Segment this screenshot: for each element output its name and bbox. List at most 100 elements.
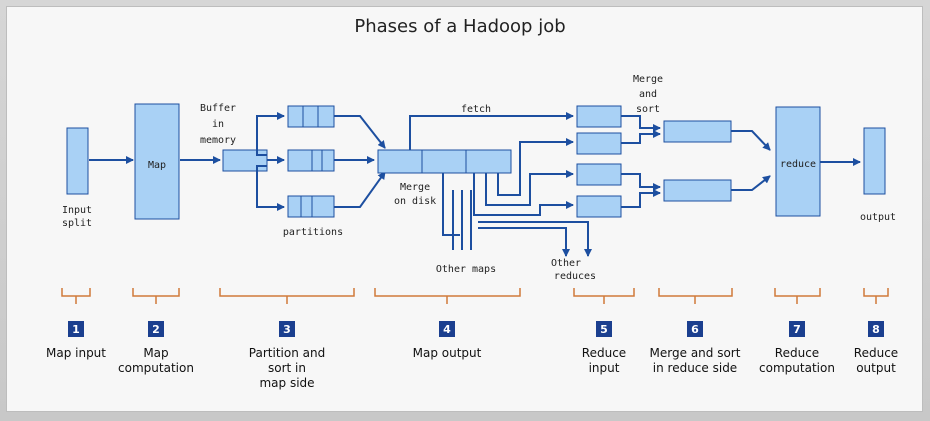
arrow-fetch	[409, 112, 574, 150]
phase-1-caption-1: Map input	[46, 346, 106, 360]
phase-3-number: 3	[283, 323, 291, 336]
phase-6-number: 6	[691, 323, 699, 336]
diagram-title: Phases of a Hadoop job	[354, 16, 565, 37]
buffer-label-1: Buffer	[200, 103, 236, 114]
phase-6-bracket	[658, 288, 733, 304]
arrow-reduce-input-1-to-merge	[621, 115, 661, 132]
phase-4-number: 4	[443, 323, 451, 336]
arrow-other-reduces-1	[478, 227, 570, 257]
merge-box-1	[663, 120, 732, 143]
merge-disk-label-2: on disk	[394, 196, 436, 207]
phase-6-caption-2: in reduce side	[653, 361, 737, 375]
arrow-partition-1-to-output	[334, 115, 386, 149]
phase-2-bracket	[132, 288, 180, 304]
phase-4-bracket	[374, 288, 521, 304]
arrow-reduce-input-2-to-merge	[621, 130, 661, 144]
arrow-output-to-reduce-input-3	[485, 170, 574, 206]
reduce-box	[775, 106, 821, 217]
arrow-output-to-reduce-input-4	[473, 173, 574, 216]
phase-5-caption-1: Reduce	[582, 346, 626, 360]
arrow-output-to-reduce-input-2	[497, 138, 574, 196]
phase-8-bracket	[863, 288, 889, 304]
input-split-label-1: Input	[62, 205, 92, 216]
map-box	[134, 103, 180, 220]
merge-sort-label-1: Merge	[633, 74, 663, 85]
fetch-label: fetch	[461, 104, 491, 115]
phase-8-badge	[868, 321, 884, 337]
buffer-box	[222, 149, 268, 172]
merge-box-2	[663, 179, 732, 202]
map-output-box	[377, 149, 512, 174]
merge-sort-label-3: sort	[636, 104, 660, 115]
phase-2-badge	[148, 321, 164, 337]
partitions-label: partitions	[283, 227, 343, 238]
phase-8-caption-1: Reduce	[854, 346, 898, 360]
output-box	[863, 127, 886, 195]
arrow-merge-2-to-reduce	[731, 175, 771, 191]
phase-7-bracket	[774, 288, 821, 304]
reduce-input-box-3	[576, 163, 622, 186]
phase-2-caption-2: computation	[118, 361, 194, 375]
phase-3-badge	[279, 321, 295, 337]
phase-1-bracket	[61, 288, 91, 304]
other-reduces-label-1: Other	[551, 258, 581, 269]
arrow-other-reduces-2	[478, 221, 592, 257]
merge-sort-label-2: and	[639, 89, 657, 100]
reduce-input-box-4	[576, 195, 622, 218]
phase-3-caption-3: map side	[259, 376, 314, 390]
arrow-buffer-to-partition-1	[256, 112, 285, 156]
phase-2-number: 2	[152, 323, 160, 336]
input-split-box	[66, 127, 89, 195]
arrow-buffer-to-partition-3	[256, 165, 285, 211]
other-reduces-label-2: reduces	[554, 271, 596, 282]
phase-3-caption-2: sort in	[268, 361, 306, 375]
phase-4-badge	[439, 321, 455, 337]
phase-2-caption-1: Map	[143, 346, 168, 360]
phase-8-number: 8	[872, 323, 880, 336]
phase-4-caption-1: Map output	[413, 346, 482, 360]
other-maps-label: Other maps	[436, 264, 496, 275]
phase-5-badge	[596, 321, 612, 337]
arrow-reduce-input-3-to-merge	[621, 173, 661, 191]
buffer-label-3: memory	[200, 135, 236, 146]
phase-6-caption-1: Merge and sort	[650, 346, 741, 360]
phase-8-caption-2: output	[856, 361, 896, 375]
arrow-partition-3-to-output	[334, 171, 386, 208]
phase-7-caption-2: computation	[759, 361, 835, 375]
reduce-input-box-1	[576, 105, 622, 128]
phase-7-number: 7	[793, 323, 801, 336]
partition-2	[287, 149, 335, 172]
map-label: Map	[148, 160, 166, 171]
other-maps-line-1	[442, 173, 460, 236]
phase-7-badge	[789, 321, 805, 337]
phase-6-badge	[687, 321, 703, 337]
merge-disk-label-1: Merge	[400, 182, 430, 193]
buffer-label-2: in	[212, 119, 224, 130]
partition-1	[287, 105, 335, 128]
phase-5-caption-2: input	[589, 361, 620, 375]
phase-3-caption-1: Partition and	[249, 346, 325, 360]
arrow-merge-1-to-reduce	[731, 130, 771, 151]
output-label: output	[860, 212, 896, 223]
input-split-label-2: split	[62, 218, 92, 229]
phase-3-bracket	[219, 288, 355, 304]
phase-1-badge	[68, 321, 84, 337]
reduce-input-box-2	[576, 132, 622, 155]
arrow-reduce-input-4-to-merge	[621, 189, 661, 208]
phase-1-number: 1	[72, 323, 80, 336]
reduce-label: reduce	[780, 159, 816, 170]
phase-7-caption-1: Reduce	[775, 346, 819, 360]
partition-3	[287, 195, 335, 218]
phase-5-bracket	[573, 288, 635, 304]
